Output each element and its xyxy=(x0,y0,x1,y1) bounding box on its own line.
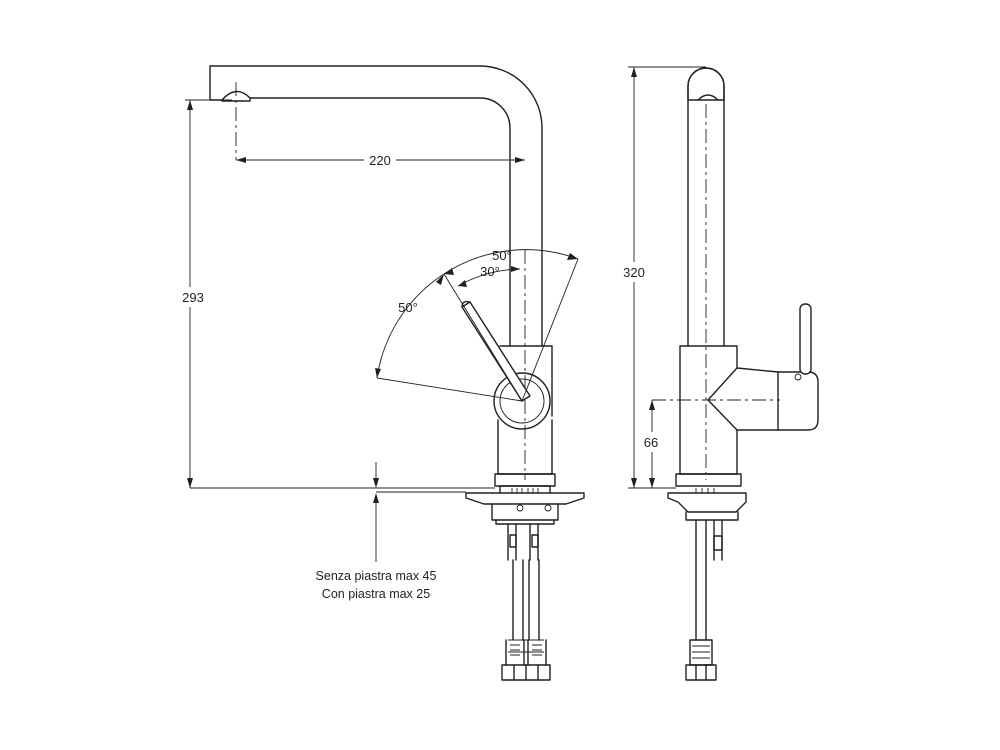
total-height-label: 320 xyxy=(623,265,645,280)
side-view: 320 66 xyxy=(622,66,819,681)
spout-outline xyxy=(209,65,543,347)
angle-inner-label: 30° xyxy=(480,264,500,279)
dim-lever-height: 66 xyxy=(640,400,664,488)
lever-angle-dims: 50° 30° 50° xyxy=(375,248,579,402)
base-ring xyxy=(494,473,556,487)
spout-reach-label: 220 xyxy=(369,153,391,168)
note-without-plate: Senza piastra max 45 xyxy=(316,569,437,583)
supply-hoses xyxy=(501,559,551,681)
base-plate xyxy=(465,492,585,505)
dim-total-height: 320 xyxy=(622,66,706,489)
aerator xyxy=(221,90,251,102)
side-hose xyxy=(695,519,707,641)
note-with-plate: Con piastra max 25 xyxy=(322,587,430,601)
angle-left-label: 50° xyxy=(398,300,418,315)
front-view: 220 293 xyxy=(178,65,585,681)
fixing-nut xyxy=(491,503,559,521)
lever-hub xyxy=(493,372,551,430)
side-base xyxy=(675,473,742,487)
countertop-thickness-leader xyxy=(373,462,466,562)
side-lever xyxy=(777,371,819,431)
dim-spout-reach: 220 xyxy=(236,151,525,168)
spout-height-label: 293 xyxy=(182,290,204,305)
angle-upper-label: 50° xyxy=(492,248,512,263)
dim-spout-height: 293 xyxy=(178,99,495,489)
side-body xyxy=(679,345,779,475)
lever-height-label: 66 xyxy=(644,435,658,450)
lever-handle xyxy=(461,301,531,402)
side-lever-handle xyxy=(799,303,812,375)
